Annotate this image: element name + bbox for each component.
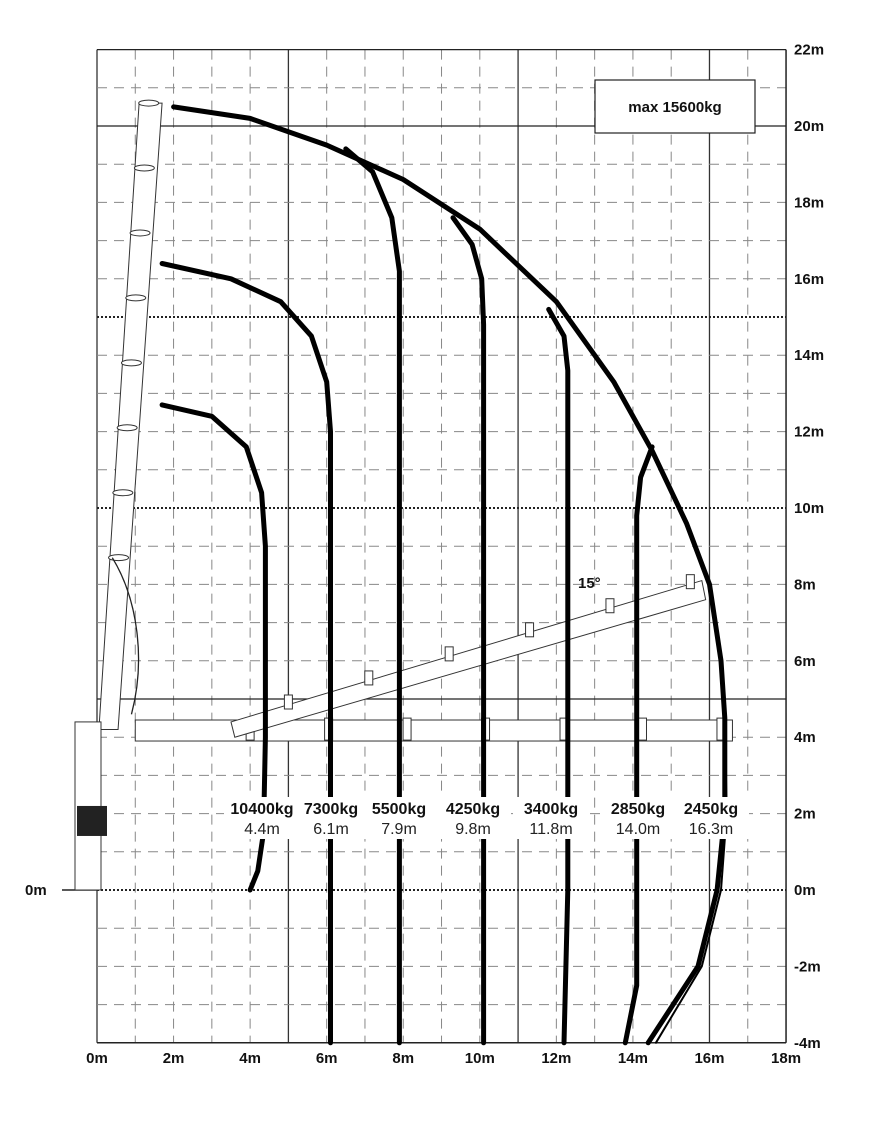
y-tick-label: 0m <box>794 882 816 899</box>
load-label-background <box>600 797 676 839</box>
load-curve-3400kg <box>546 306 571 1046</box>
load-weight-label: 2450kg <box>684 801 738 818</box>
boom-section-joint <box>129 229 151 237</box>
load-labels: 10400kg 4.4m 7300kg 6.1m 5500kg 7.9m 4250kg 9.8… <box>224 797 749 839</box>
y-tick-label: 2m <box>794 806 816 823</box>
load-reach-label: 7.9m <box>381 821 417 838</box>
x-tick-label: 14m <box>618 1050 648 1067</box>
boom-section-joint <box>444 646 454 662</box>
load-weight-label: 7300kg <box>304 801 358 818</box>
load-curve-10400kg <box>159 402 268 893</box>
y-tick-label: 22m <box>794 42 824 59</box>
load-label-background <box>361 797 437 839</box>
load-curve-5500kg <box>343 146 402 1046</box>
load-curve-2850kg <box>622 444 655 1046</box>
load-reach-label: 6.1m <box>313 821 349 838</box>
load-reach-label: 9.8m <box>455 821 491 838</box>
boom-section-joint <box>637 717 647 741</box>
crane-column <box>74 721 102 891</box>
boom-section-joint <box>685 574 695 590</box>
load-weight-label: 5500kg <box>372 801 426 818</box>
y-tick-label: 12m <box>794 424 824 441</box>
boom-section-joint <box>120 359 142 367</box>
max-load-label: max 15600kg <box>628 99 721 116</box>
load-weight-label: 10400kg <box>230 801 293 818</box>
boom-section-joint <box>402 717 412 741</box>
y-tick-label: 18m <box>794 194 824 211</box>
load-label-background <box>224 797 300 839</box>
boom-section-joint <box>364 670 374 686</box>
boom-section-joint <box>283 694 293 710</box>
load-reach-label: 4.4m <box>244 821 280 838</box>
load-label-background <box>293 797 369 839</box>
load-weight-label: 2850kg <box>611 801 665 818</box>
x-tick-label: 0m <box>86 1050 108 1067</box>
load-label-background <box>673 797 749 839</box>
boom-section-joint <box>108 554 130 562</box>
load-curves <box>159 104 728 1046</box>
load-reach-label: 16.3m <box>689 821 733 838</box>
load-weight-label: 4250kg <box>446 801 500 818</box>
boom-section-joint <box>112 489 134 497</box>
boom-section-joint <box>525 622 535 638</box>
max-reach-envelope-curve <box>171 104 728 1046</box>
load-curve-7300kg <box>159 261 333 1046</box>
slew-arc <box>111 557 140 715</box>
load-weight-label: 3400kg <box>524 801 578 818</box>
horizontal-boom <box>134 719 733 742</box>
y-tick-label: 20m <box>794 118 824 135</box>
x-tick-label: 2m <box>163 1050 185 1067</box>
boom-section-joint <box>116 424 138 432</box>
y-tick-label: 4m <box>794 729 816 746</box>
angled-boom <box>230 579 707 738</box>
x-tick-label: 18m <box>771 1050 801 1067</box>
boom-section-joint <box>138 99 160 107</box>
angle-label: 15° <box>578 575 601 592</box>
load-label-background <box>435 797 511 839</box>
y-tick-label: -2m <box>794 958 821 975</box>
x-tick-label: 12m <box>541 1050 571 1067</box>
x-tick-label: 10m <box>465 1050 495 1067</box>
load-reach-label: 14.0m <box>616 821 660 838</box>
vertical-boom <box>98 102 163 731</box>
y-tick-label: 6m <box>794 653 816 670</box>
boom-section-joint <box>133 164 155 172</box>
y-tick-label: 14m <box>794 347 824 364</box>
y-tick-label: 8m <box>794 576 816 593</box>
x-tick-label: 6m <box>316 1050 338 1067</box>
x-tick-label: 16m <box>694 1050 724 1067</box>
y-tick-label: -4m <box>794 1035 821 1052</box>
load-curve-4250kg <box>450 215 487 1046</box>
max-load-box: max 15600kg <box>594 79 756 134</box>
y-tick-label: 16m <box>794 271 824 288</box>
crane-drawing <box>74 99 733 891</box>
x-tick-label: 8m <box>392 1050 414 1067</box>
load-label-background <box>513 797 589 839</box>
grid <box>62 48 787 1044</box>
x-tick-label: 4m <box>239 1050 261 1067</box>
crane-motor <box>77 805 107 836</box>
boom-section-joint <box>125 294 147 302</box>
boom-section-joint <box>605 598 615 614</box>
load-reach-label: 11.8m <box>529 821 572 838</box>
y-tick-label: 10m <box>794 500 824 517</box>
y-left-zero-label: 0m <box>25 882 47 899</box>
load-curve-2450kg <box>654 659 728 1044</box>
